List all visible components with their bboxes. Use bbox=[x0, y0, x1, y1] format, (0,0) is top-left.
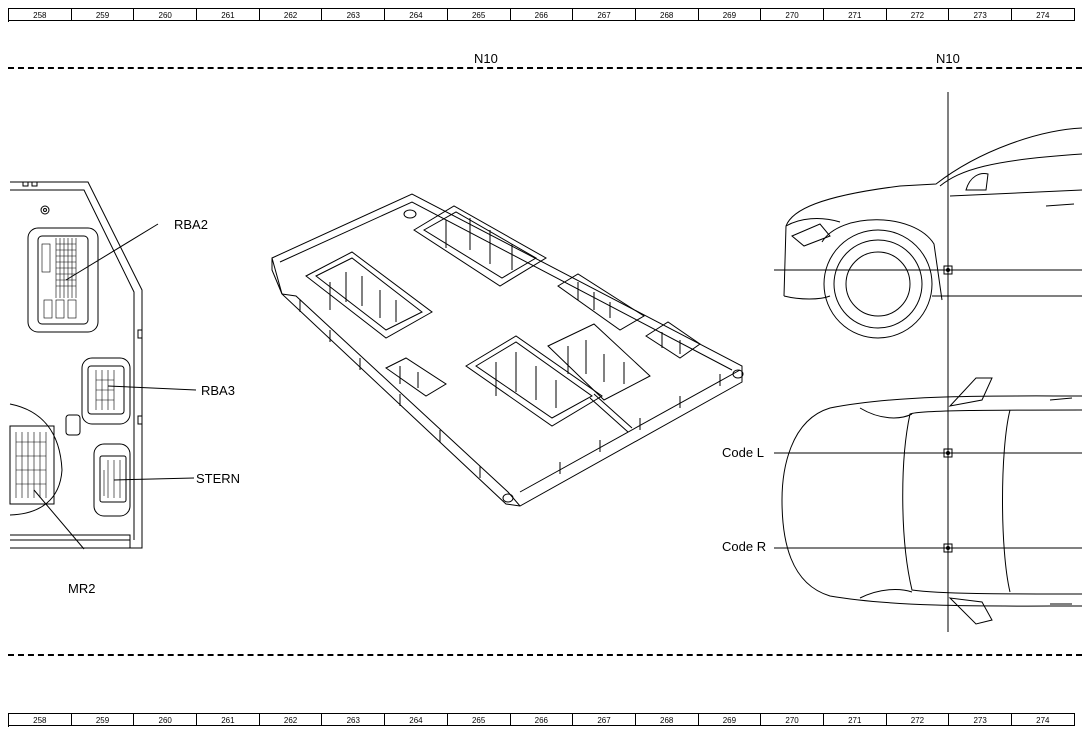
connector-label-rba3: RBA3 bbox=[201, 383, 235, 398]
reference-marker bbox=[943, 448, 953, 458]
ruler-cell: 265 bbox=[447, 713, 511, 726]
ruler-cell: 258 bbox=[9, 8, 72, 21]
module-connector-panel bbox=[9, 181, 197, 550]
connector-label-stern: STERN bbox=[196, 471, 241, 486]
connector-label-rba2: RBA2 bbox=[174, 217, 208, 232]
vehicle-side-view bbox=[783, 127, 1083, 339]
ruler-cell: 263 bbox=[322, 713, 386, 726]
ruler-cell: 270 bbox=[761, 713, 824, 726]
ruler-cell: 265 bbox=[447, 8, 511, 21]
ruler-cell: 269 bbox=[698, 713, 762, 726]
section-label-n10-right: N10 bbox=[936, 51, 960, 66]
section-label-n10-center: N10 bbox=[474, 51, 498, 66]
ruler-cell: 272 bbox=[886, 713, 950, 726]
ruler-cell: 267 bbox=[573, 713, 636, 726]
upper-section-boundary bbox=[8, 67, 1082, 69]
ruler-cell: 268 bbox=[635, 8, 699, 21]
ruler-cell: 262 bbox=[259, 8, 323, 21]
ruler-cell: 268 bbox=[635, 713, 699, 726]
ruler-cell: 266 bbox=[510, 713, 574, 726]
ruler-cell: 263 bbox=[322, 8, 386, 21]
ruler-cell: 273 bbox=[949, 8, 1012, 21]
ruler-cell: 259 bbox=[71, 713, 135, 726]
ruler-cell: 259 bbox=[71, 8, 135, 21]
code-label-left: Code L bbox=[722, 445, 764, 460]
ruler-cell: 266 bbox=[510, 8, 574, 21]
control-module-unit bbox=[271, 193, 744, 507]
ruler-cell: 274 bbox=[1012, 713, 1075, 726]
ruler-cell: 270 bbox=[761, 8, 824, 21]
ruler-cell: 264 bbox=[385, 713, 448, 726]
ruler-cell: 260 bbox=[134, 713, 198, 726]
ruler-cell: 271 bbox=[823, 713, 887, 726]
ruler-cell: 269 bbox=[698, 8, 762, 21]
reference-marker bbox=[943, 543, 953, 553]
ruler-cell: 272 bbox=[886, 8, 950, 21]
reference-axes bbox=[774, 92, 1082, 632]
ruler-cell: 274 bbox=[1012, 8, 1075, 21]
ruler-cell: 273 bbox=[949, 713, 1012, 726]
ruler-cell: 271 bbox=[823, 8, 887, 21]
ruler-cell: 260 bbox=[134, 8, 198, 21]
rba3-socket bbox=[81, 357, 131, 425]
lower-section-boundary bbox=[8, 654, 1082, 656]
ruler-cell: 261 bbox=[197, 713, 260, 726]
ruler-cell: 258 bbox=[9, 713, 72, 726]
ruler-cell: 262 bbox=[259, 713, 323, 726]
rba2-socket bbox=[27, 227, 99, 333]
connector-label-mr2: MR2 bbox=[68, 581, 96, 596]
code-label-right: Code R bbox=[722, 539, 767, 554]
reference-marker bbox=[943, 265, 953, 275]
ruler-cell: 261 bbox=[197, 8, 260, 21]
ruler-cell: 264 bbox=[385, 8, 448, 21]
vehicle-top-view bbox=[781, 377, 1083, 625]
ruler-cell: 267 bbox=[573, 8, 636, 21]
mr2-socket bbox=[9, 403, 63, 516]
